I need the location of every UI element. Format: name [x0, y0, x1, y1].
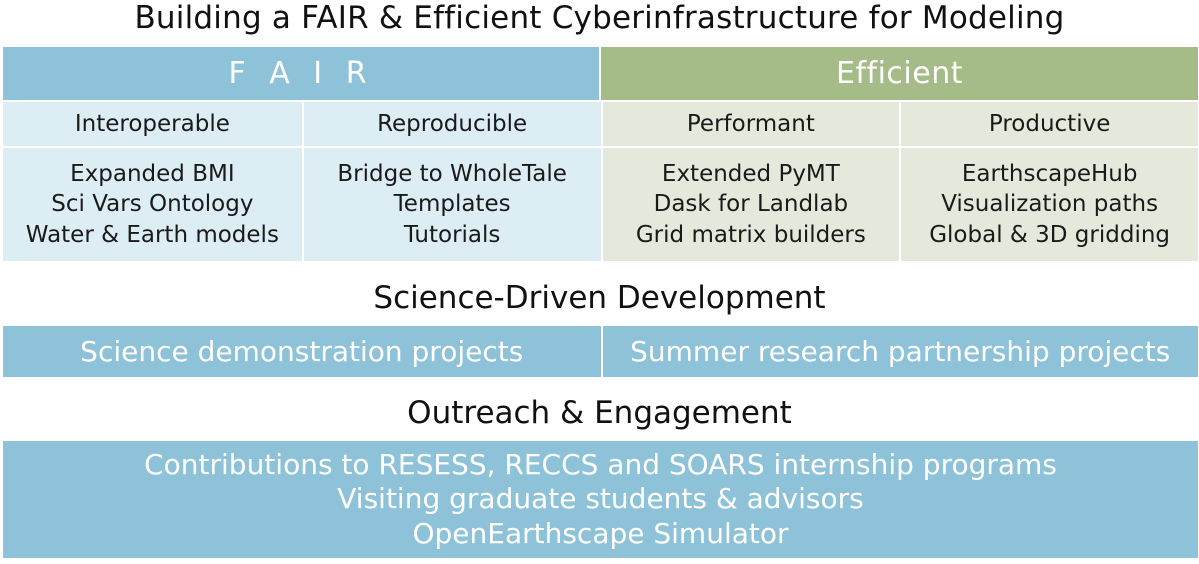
efficient-header: Efficient: [599, 47, 1198, 100]
page-title: Building a FAIR & Efficient Cyberinfrast…: [134, 0, 1065, 36]
list-item: Visiting graduate students & advisors: [337, 482, 864, 516]
reproducible-items: Bridge to WholeTale Templates Tutorials: [301, 148, 601, 261]
interoperable-heading: Interoperable: [3, 102, 302, 146]
list-item: Extended PyMT: [661, 160, 840, 187]
list-item: EarthscapeHub: [961, 160, 1138, 187]
outreach-section-title: Outreach & Engagement: [407, 395, 792, 431]
summer-research-box: Summer research partnership projects: [600, 326, 1198, 377]
reproducible-heading: Reproducible: [301, 102, 601, 146]
list-item: Grid matrix builders: [635, 221, 866, 248]
list-item: Water & Earth models: [25, 221, 279, 248]
science-row: Science demonstration projects Summer re…: [3, 326, 1198, 377]
science-demonstration-box: Science demonstration projects: [3, 326, 601, 377]
science-section-title: Science-Driven Development: [373, 280, 826, 316]
list-item: OpenEarthscape Simulator: [412, 516, 789, 550]
list-item: Sci Vars Ontology: [51, 191, 254, 218]
fair-header: F A I R: [3, 47, 599, 100]
list-item: Global & 3D gridding: [929, 221, 1171, 248]
performant-items: Extended PyMT Dask for Landlab Grid matr…: [600, 148, 900, 261]
list-item: Contributions to RESESS, RECCS and SOARS…: [144, 447, 1057, 481]
items-row: Expanded BMI Sci Vars Ontology Water & E…: [3, 148, 1198, 261]
list-item: Expanded BMI: [70, 160, 235, 187]
list-item: Templates: [393, 191, 511, 218]
outreach-box: Contributions to RESESS, RECCS and SOARS…: [3, 441, 1198, 558]
interoperable-items: Expanded BMI Sci Vars Ontology Water & E…: [3, 148, 302, 261]
list-item: Visualization paths: [941, 191, 1159, 218]
subcategory-row: Interoperable Reproducible Performant Pr…: [3, 102, 1198, 146]
list-item: Bridge to WholeTale: [337, 160, 567, 187]
productive-items: EarthscapeHub Visualization paths Global…: [899, 148, 1198, 261]
category-header-row: F A I R Efficient: [3, 47, 1198, 100]
list-item: Tutorials: [403, 221, 501, 248]
performant-heading: Performant: [600, 102, 900, 146]
list-item: Dask for Landlab: [653, 191, 849, 218]
productive-heading: Productive: [899, 102, 1198, 146]
